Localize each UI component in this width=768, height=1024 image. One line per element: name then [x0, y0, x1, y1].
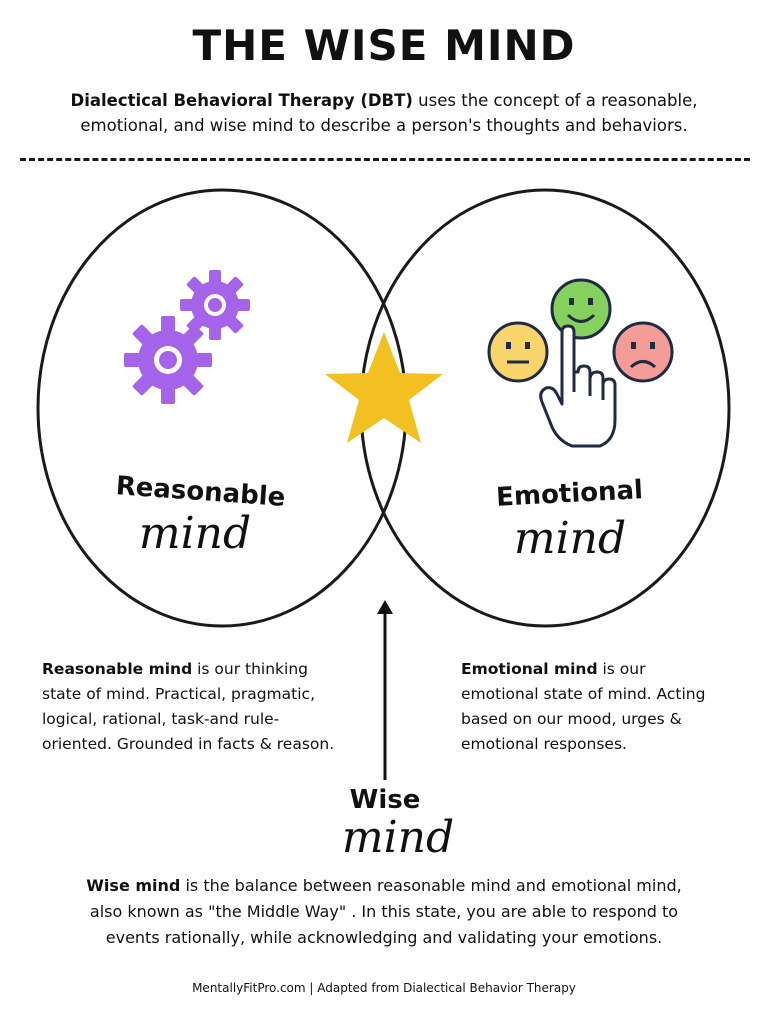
neutral-face-icon	[487, 321, 549, 383]
wise-desc-line1: is the balance between reasonable mind a…	[180, 876, 682, 895]
footer-credit: MentallyFitPro.com | Adapted from Dialec…	[192, 981, 576, 995]
reasonable-desc-line3: logical, rational, task-and rule-	[42, 710, 280, 728]
star-icon	[325, 332, 443, 443]
wise-mind-script: mind	[342, 812, 454, 863]
reasonable-desc-bold: Reasonable mind	[42, 660, 193, 678]
reasonable-desc-line2: state of mind. Practical, pragmatic,	[42, 685, 315, 703]
emotional-desc-line1: is our	[597, 660, 646, 678]
emotional-mind-script: mind	[514, 513, 626, 564]
emotional-label: Emotional	[495, 475, 643, 513]
emotional-desc-line2: emotional state of mind. Acting	[461, 685, 706, 703]
gear-icon	[124, 270, 250, 404]
sad-face-icon	[612, 321, 674, 383]
reasonable-desc-line4: oriented. Grounded in facts & reason.	[42, 735, 335, 753]
reasonable-mind-script: mind	[139, 508, 251, 559]
intro-bold: Dialectical Behavioral Therapy (DBT)	[70, 91, 413, 110]
page-title: THE WISE MIND	[192, 21, 576, 70]
wise-label: Wise	[350, 785, 421, 815]
reasonable-label: Reasonable	[115, 471, 286, 513]
happy-face-icon	[550, 278, 612, 340]
wise-description: Wise mind is the balance between reasona…	[30, 873, 738, 951]
emotional-desc-line4: emotional responses.	[461, 735, 627, 753]
up-arrow-icon	[377, 600, 393, 780]
intro-line2: emotional, and wise mind to describe a p…	[80, 116, 688, 135]
wise-desc-line3: events rationally, while acknowledging a…	[105, 928, 663, 947]
intro-text: Dialectical Behavioral Therapy (DBT) use…	[40, 88, 728, 138]
emotional-desc-line3: based on our mood, urges &	[461, 710, 682, 728]
wise-desc-bold: Wise mind	[86, 876, 181, 895]
emotional-description: Emotional mind is our emotional state of…	[461, 657, 751, 757]
emotional-desc-bold: Emotional mind	[461, 660, 598, 678]
pointing-hand-icon	[539, 324, 617, 448]
dashed-divider	[20, 158, 750, 161]
reasonable-description: Reasonable mind is our thinking state of…	[42, 657, 382, 757]
intro-line1-rest: uses the concept of a reasonable,	[412, 91, 698, 110]
wise-desc-line2: also known as "the Middle Way" . In this…	[89, 902, 679, 921]
reasonable-circle	[36, 188, 408, 628]
reasonable-desc-line1: is our thinking	[192, 660, 309, 678]
